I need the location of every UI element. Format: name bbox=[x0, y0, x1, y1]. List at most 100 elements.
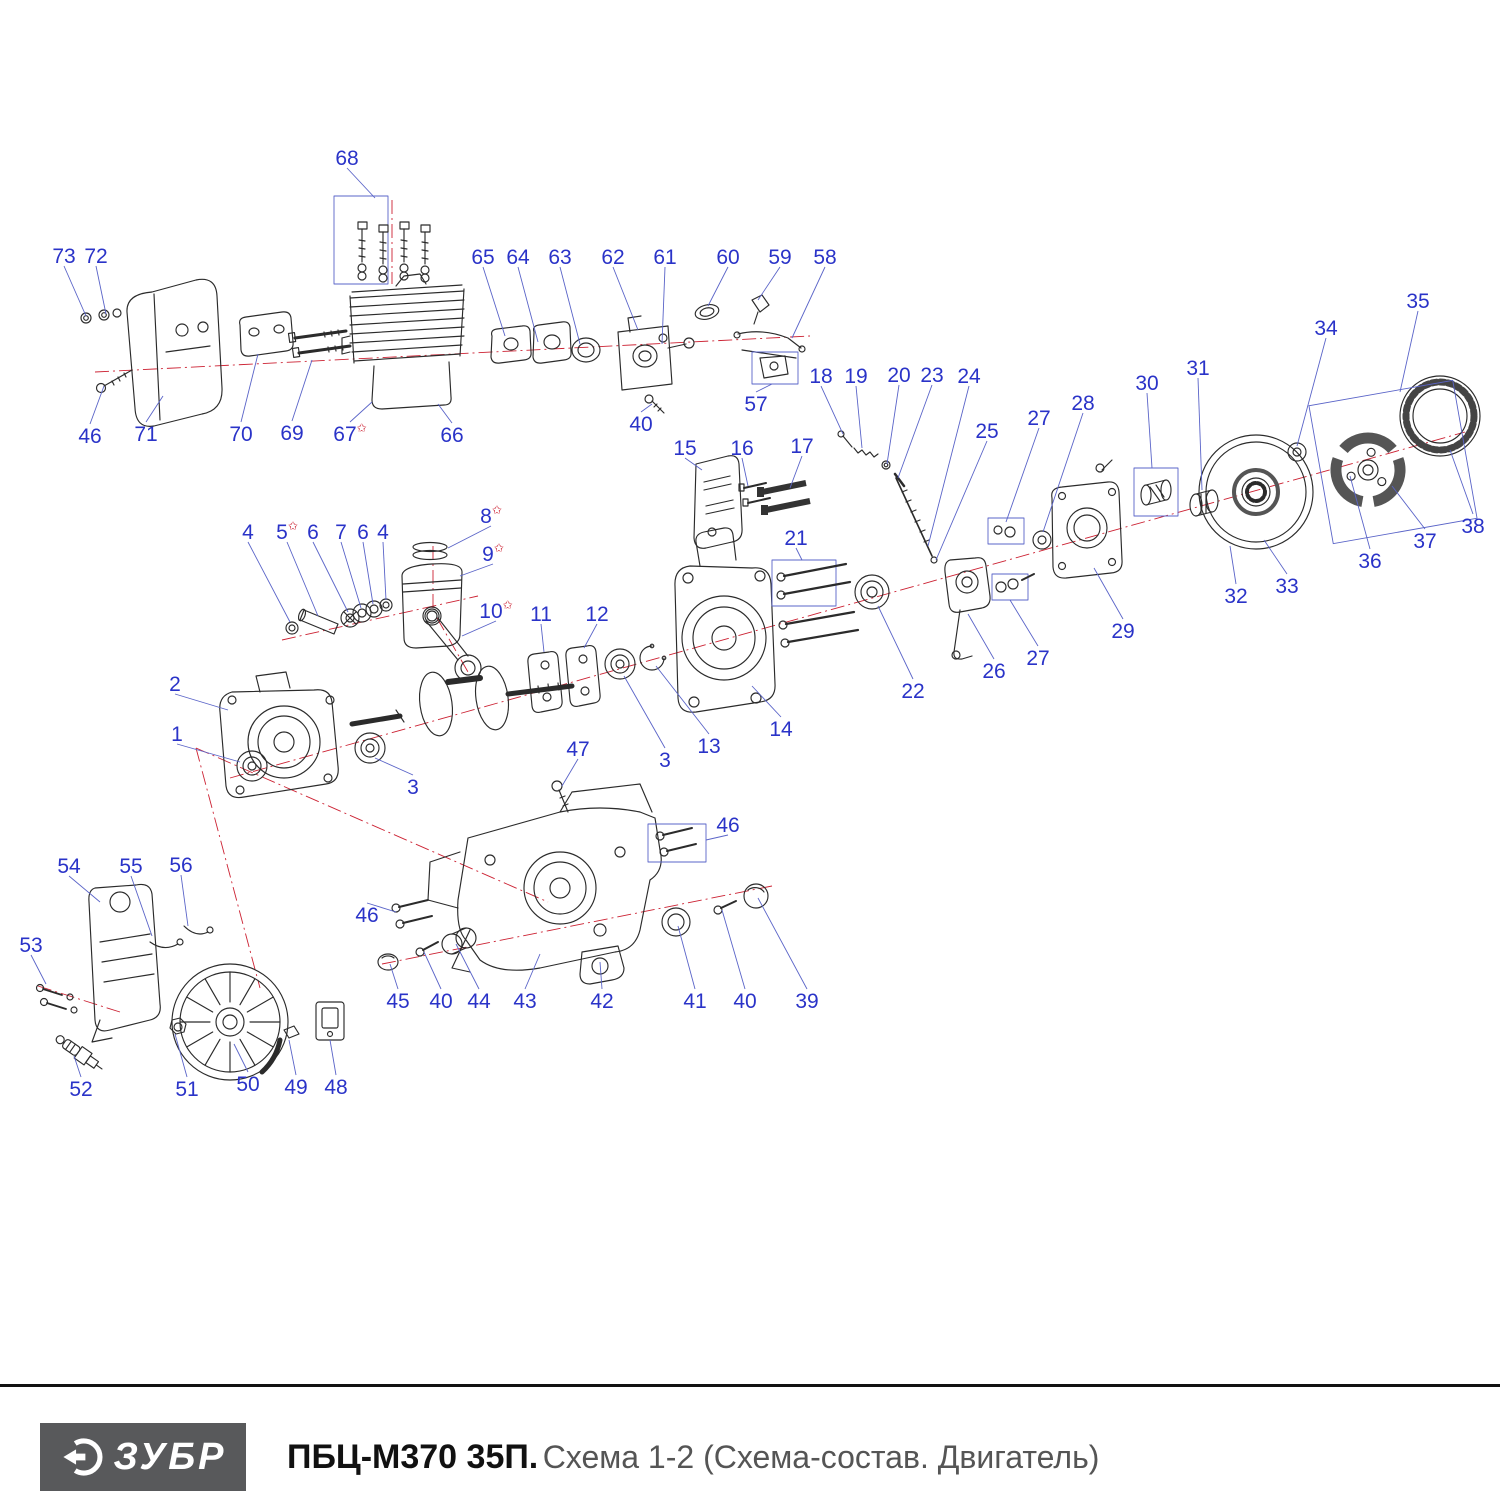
part-label-26: 26 bbox=[982, 660, 1005, 683]
part-label-12: 12 bbox=[585, 603, 608, 626]
part-cylinder-66-67 bbox=[341, 273, 465, 410]
leader-line-72 bbox=[95, 265, 107, 315]
part-label-6: 6 bbox=[357, 521, 369, 544]
part-ring-gear-38 bbox=[1399, 375, 1481, 457]
part-label-50: 50 bbox=[236, 1073, 259, 1096]
part-label-33: 33 bbox=[1275, 575, 1298, 598]
part-label-45: 45 bbox=[386, 990, 409, 1013]
part-label-58: 58 bbox=[813, 246, 836, 269]
part-label-3: 3 bbox=[659, 749, 671, 772]
part-label-67: 67✩ bbox=[333, 421, 366, 446]
leader-line-25 bbox=[935, 440, 988, 561]
part-clamp-42 bbox=[579, 945, 625, 985]
leader-line-35 bbox=[1399, 310, 1419, 393]
part-pawl-49 bbox=[283, 1025, 300, 1039]
part-ignition-coil-54 bbox=[88, 883, 161, 1043]
part-label-2: 2 bbox=[169, 673, 181, 696]
brand-arrow-icon bbox=[62, 1438, 102, 1476]
leader-line-20 bbox=[886, 384, 900, 465]
leader-line-42 bbox=[599, 961, 603, 990]
leader-line-6 bbox=[312, 541, 349, 613]
part-label-13: 13 bbox=[697, 735, 720, 758]
leader-line-36 bbox=[1349, 475, 1371, 550]
part-label-8: 8✩ bbox=[480, 503, 502, 528]
screw-47 bbox=[551, 780, 569, 813]
leader-line-66 bbox=[437, 403, 453, 424]
part-throttle-rod-58 bbox=[733, 331, 806, 359]
leader-line-16 bbox=[741, 457, 749, 487]
leader-line-62 bbox=[612, 266, 639, 331]
leader-line-44 bbox=[455, 943, 480, 990]
carb-screw-40 bbox=[644, 394, 665, 414]
part-worm-gear-30 bbox=[1133, 467, 1179, 517]
part-studs-21 bbox=[771, 559, 860, 648]
part-crankcase-left-2 bbox=[219, 671, 339, 799]
leader-line-32 bbox=[1229, 545, 1237, 585]
part-label-24: 24 bbox=[957, 365, 981, 388]
part-gasket-70 bbox=[239, 311, 294, 357]
leader-line-67 bbox=[349, 401, 373, 423]
part-label-69: 69 bbox=[280, 422, 303, 445]
leader-line-34 bbox=[1296, 337, 1327, 447]
part-label-5: 5✩ bbox=[276, 519, 298, 544]
part-label-37: 37 bbox=[1413, 530, 1436, 553]
part-lever-59 bbox=[751, 294, 770, 325]
leader-line-31 bbox=[1197, 377, 1203, 491]
part-label-30: 30 bbox=[1135, 372, 1158, 395]
part-bearing-1 bbox=[236, 750, 268, 782]
leader-line-23 bbox=[897, 384, 933, 479]
leader-line-68 bbox=[346, 167, 376, 199]
part-label-18: 18 bbox=[809, 365, 832, 388]
part-label-27: 27 bbox=[1026, 647, 1049, 670]
part-label-41: 41 bbox=[683, 990, 706, 1013]
leader-line-13 bbox=[655, 665, 710, 735]
part-label-20: 20 bbox=[887, 364, 910, 387]
part-label-1: 1 bbox=[171, 723, 183, 746]
leader-line-56 bbox=[180, 874, 189, 927]
part-label-34: 34 bbox=[1314, 317, 1338, 340]
leader-line-38 bbox=[1449, 449, 1474, 515]
leader-line-37 bbox=[1391, 485, 1426, 530]
leader-line-47 bbox=[561, 758, 579, 787]
part-label-39: 39 bbox=[795, 990, 818, 1013]
part-label-38: 38 bbox=[1461, 515, 1484, 538]
part-label-25: 25 bbox=[975, 420, 998, 443]
part-bracket-57 bbox=[751, 351, 799, 385]
leader-line-49 bbox=[288, 1039, 297, 1076]
screws-53 bbox=[35, 983, 78, 1014]
part-bearing-3-right bbox=[604, 648, 636, 680]
leader-line-70 bbox=[240, 353, 259, 423]
part-label-31: 31 bbox=[1186, 357, 1209, 380]
part-label-48: 48 bbox=[324, 1076, 347, 1099]
part-bolts-16 bbox=[738, 482, 771, 507]
part-label-40: 40 bbox=[429, 990, 452, 1013]
leader-line-60 bbox=[707, 266, 729, 307]
part-label-71: 71 bbox=[134, 423, 157, 446]
leader-line-17 bbox=[789, 455, 803, 489]
part-needle-cage-31 bbox=[1189, 489, 1219, 517]
leader-line-52 bbox=[73, 1055, 82, 1078]
leader-line-24 bbox=[927, 385, 970, 547]
screws-46-left bbox=[391, 899, 433, 929]
part-bearing-22 bbox=[854, 574, 890, 610]
part-label-6: 6 bbox=[307, 521, 319, 544]
leader-line-9 bbox=[459, 563, 494, 577]
leader-line-27 bbox=[1009, 599, 1039, 647]
leader-line-7 bbox=[340, 541, 362, 609]
leader-line-33 bbox=[1263, 539, 1288, 575]
part-label-14: 14 bbox=[769, 718, 793, 741]
part-piston-9 bbox=[401, 563, 463, 649]
leader-line-46 bbox=[705, 834, 729, 841]
part-label-28: 28 bbox=[1071, 392, 1094, 415]
leader-line-2 bbox=[174, 693, 229, 711]
part-label-63: 63 bbox=[548, 246, 571, 269]
leader-line-45 bbox=[389, 963, 399, 990]
part-label-15: 15 bbox=[673, 437, 696, 460]
leader-line-8 bbox=[447, 525, 492, 549]
part-crankcase-right-14 bbox=[674, 527, 776, 713]
part-label-70: 70 bbox=[229, 423, 252, 446]
part-clutch-drum-32-33 bbox=[1198, 434, 1314, 550]
part-label-68: 68 bbox=[335, 147, 358, 170]
part-label-17: 17 bbox=[790, 435, 813, 458]
part-label-29: 29 bbox=[1111, 620, 1134, 643]
